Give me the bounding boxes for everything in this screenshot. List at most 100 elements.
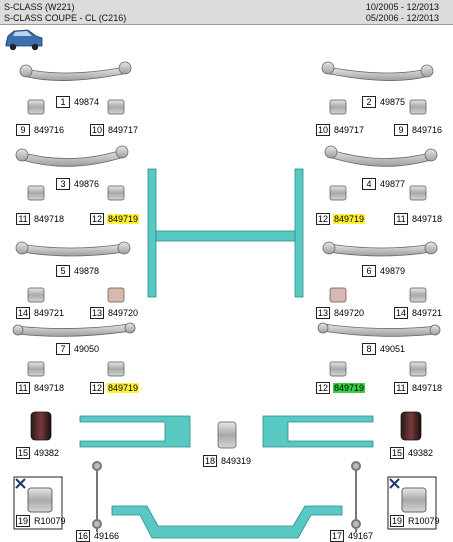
part-number: 849719: [333, 383, 366, 393]
catalog-header: S-CLASS (W221) S-CLASS COUPE - CL (C216)…: [0, 0, 453, 25]
position-number: 15: [390, 447, 405, 459]
position-number: 5: [56, 265, 70, 277]
part-tag-11a[interactable]: 11 849718: [16, 213, 65, 225]
position-number: 19: [390, 515, 405, 527]
part-number: 49166: [94, 531, 120, 541]
wrench-screwdriver-icon: [15, 478, 400, 489]
part-number: 49879: [380, 266, 406, 276]
part-number: 849717: [334, 125, 365, 135]
position-number: 11: [394, 382, 408, 394]
part-tag-9-right[interactable]: 9 849716: [394, 124, 443, 136]
position-number: 10: [90, 124, 105, 136]
position-number: 3: [56, 178, 70, 190]
position-number: 1: [56, 96, 70, 108]
part-number: 849716: [34, 125, 65, 135]
part-tag-8[interactable]: 8 49051: [362, 343, 406, 355]
part-number: 849718: [412, 214, 443, 224]
position-number: 13: [316, 307, 331, 319]
model-line-2: S-CLASS COUPE - CL (C216): [4, 13, 127, 23]
position-number: 14: [16, 307, 31, 319]
position-number: 16: [76, 530, 91, 542]
part-number: 849718: [34, 383, 65, 393]
part-number: 49382: [408, 448, 434, 458]
stabilizer-links: [92, 461, 361, 532]
part-number: 49878: [74, 266, 100, 276]
part-number: 849719: [107, 214, 140, 224]
part-number: R10079: [34, 516, 66, 526]
date-line-2: 05/2006 - 12/2013: [365, 13, 439, 23]
part-number: 49877: [380, 179, 406, 189]
position-number: 12: [90, 382, 105, 394]
part-number: 49167: [348, 531, 374, 541]
position-number: 9: [394, 124, 408, 136]
position-number: 19: [16, 515, 31, 527]
part-tag-11c[interactable]: 11 849718: [16, 382, 65, 394]
part-number: R10079: [408, 516, 440, 526]
position-number: 11: [16, 382, 30, 394]
position-number: 12: [90, 213, 105, 225]
position-number: 8: [362, 343, 376, 355]
position-number: 6: [362, 265, 376, 277]
position-number: 9: [16, 124, 30, 136]
position-number: 4: [362, 178, 376, 190]
part-tag-9-left[interactable]: 9 849716: [16, 124, 65, 136]
part-tag-5[interactable]: 5 49878: [56, 265, 100, 277]
part-tag-11d[interactable]: 11 849718: [394, 382, 443, 394]
position-number: 14: [394, 307, 409, 319]
part-number: 849718: [34, 214, 65, 224]
part-number: 849721: [412, 308, 443, 318]
date-line-1: 10/2005 - 12/2013: [365, 2, 439, 12]
position-number: 17: [330, 530, 345, 542]
part-number: 849718: [412, 383, 443, 393]
part-number: 49876: [74, 179, 100, 189]
position-number: 12: [316, 382, 331, 394]
position-number: 7: [56, 343, 70, 355]
bushings: [27, 99, 427, 449]
subframe-upper: [147, 168, 304, 298]
part-number: 849716: [412, 125, 443, 135]
part-number: 849720: [108, 308, 139, 318]
part-number: 49051: [380, 344, 406, 354]
part-number: 49050: [74, 344, 100, 354]
part-number: 849719: [107, 383, 140, 393]
position-number: 15: [16, 447, 31, 459]
part-number: 849717: [108, 125, 139, 135]
position-number: 11: [16, 213, 30, 225]
subframe-lower: [79, 415, 374, 539]
part-tag-4[interactable]: 4 49877: [362, 178, 406, 190]
part-tag-2[interactable]: 2 49875: [362, 96, 406, 108]
position-number: 13: [90, 307, 105, 319]
part-number: 849319: [221, 456, 252, 466]
position-number: 2: [362, 96, 376, 108]
part-number: 49875: [380, 97, 406, 107]
position-number: 10: [316, 124, 331, 136]
tool-boxes: [13, 476, 437, 530]
part-tag-3[interactable]: 3 49876: [56, 178, 100, 190]
part-tag-7[interactable]: 7 49050: [56, 343, 100, 355]
subframe-mounts: [30, 411, 422, 441]
model-line-1: S-CLASS (W221): [4, 2, 75, 12]
part-number: 849721: [34, 308, 65, 318]
part-tag-6[interactable]: 6 49879: [362, 265, 406, 277]
car-icon: [5, 29, 43, 51]
